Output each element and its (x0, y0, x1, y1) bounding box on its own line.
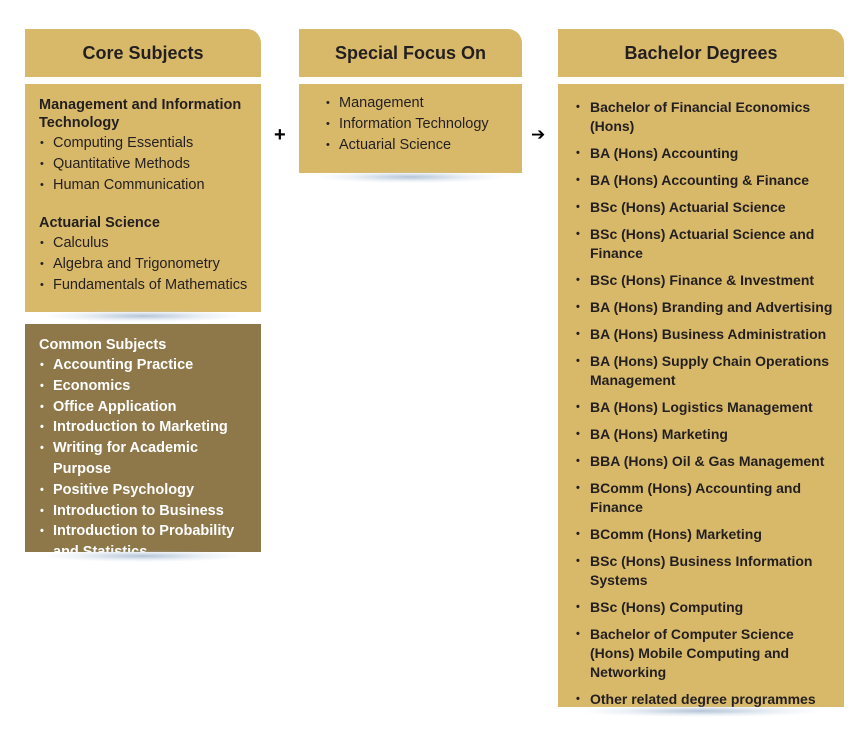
plus-icon: + (274, 124, 286, 146)
list-item: BSc (Hons) Actuarial Science and Finance (576, 225, 834, 263)
special-focus-box: Management Information Technology Actuar… (299, 84, 522, 183)
list-item: BSc (Hons) Actuarial Science (576, 198, 834, 217)
core-group-list: Calculus Algebra and Trigonometry Fundam… (39, 233, 253, 296)
list-item: BA (Hons) Business Administration (576, 325, 834, 344)
list-item: BSc (Hons) Computing (576, 598, 834, 617)
core-group-management-it: Management and Information Technology Co… (39, 96, 253, 196)
list-item: BComm (Hons) Marketing (576, 525, 834, 544)
list-item: BA (Hons) Supply Chain Operations Manage… (576, 352, 834, 390)
list-item: Computing Essentials (39, 133, 253, 154)
core-group-actuarial: Actuarial Science Calculus Algebra and T… (39, 214, 253, 296)
list-item: BSc (Hons) Business Information Systems (576, 552, 834, 590)
list-item: Bachelor of Computer Science (Hons) Mobi… (576, 625, 834, 682)
special-focus-title: Special Focus On (334, 42, 487, 63)
bachelor-degrees-list: Bachelor of Financial Economics (Hons) B… (576, 98, 834, 709)
list-item: BA (Hons) Logistics Management (576, 398, 834, 417)
special-focus-header: Special Focus On (299, 29, 522, 77)
list-item: BComm (Hons) Accounting and Finance (576, 479, 834, 517)
list-item: Information Technology (325, 114, 514, 135)
list-item: Other related degree programmes (576, 690, 834, 709)
arrow-right-icon: ➔ (531, 125, 546, 144)
special-focus-list: Management Information Technology Actuar… (325, 93, 514, 156)
core-subjects-box: Management and Information Technology Co… (25, 84, 261, 322)
common-subjects-title: Common Subjects (39, 337, 167, 353)
list-item: Writing for Academic Purpose (39, 438, 253, 480)
bachelor-degrees-title: Bachelor Degrees (624, 42, 778, 63)
bachelor-degrees-box: Bachelor of Financial Economics (Hons) B… (558, 84, 844, 717)
list-item: Actuarial Science (325, 135, 514, 156)
core-group-list: Computing Essentials Quantitative Method… (39, 133, 253, 196)
list-item: Economics (39, 376, 253, 397)
list-item: BA (Hons) Accounting & Finance (576, 171, 834, 190)
core-subjects-title: Core Subjects (82, 42, 204, 63)
list-item: BA (Hons) Marketing (576, 425, 834, 444)
list-item: Introduction to Marketing (39, 417, 253, 438)
list-item: Bachelor of Financial Economics (Hons) (576, 98, 834, 136)
list-item: Introduction to Business (39, 501, 253, 522)
bachelor-degrees-header: Bachelor Degrees (558, 29, 844, 77)
list-item: Algebra and Trigonometry (39, 254, 253, 275)
list-item: Fundamentals of Mathematics (39, 275, 253, 296)
list-item: Management (325, 93, 514, 114)
list-item: Quantitative Methods (39, 154, 253, 175)
list-item: Introduction to Probability and Statisti… (39, 521, 253, 563)
list-item: Calculus (39, 233, 253, 254)
common-subjects-box: Common Subjects Accounting Practice Econ… (25, 324, 261, 562)
list-item: BA (Hons) Accounting (576, 144, 834, 163)
list-item: BA (Hons) Branding and Advertising (576, 298, 834, 317)
core-group-title: Management and Information Technology (39, 97, 242, 131)
list-item: Positive Psychology (39, 480, 253, 501)
core-subjects-header: Core Subjects (25, 29, 261, 77)
list-item: Human Communication (39, 175, 253, 196)
list-item: BBA (Hons) Oil & Gas Management (576, 452, 834, 471)
core-group-title: Actuarial Science (39, 215, 160, 231)
list-item: Accounting Practice (39, 355, 253, 376)
list-item: BSc (Hons) Finance & Investment (576, 271, 834, 290)
list-item: Office Application (39, 397, 253, 418)
common-subjects-list: Accounting Practice Economics Office App… (39, 355, 253, 563)
